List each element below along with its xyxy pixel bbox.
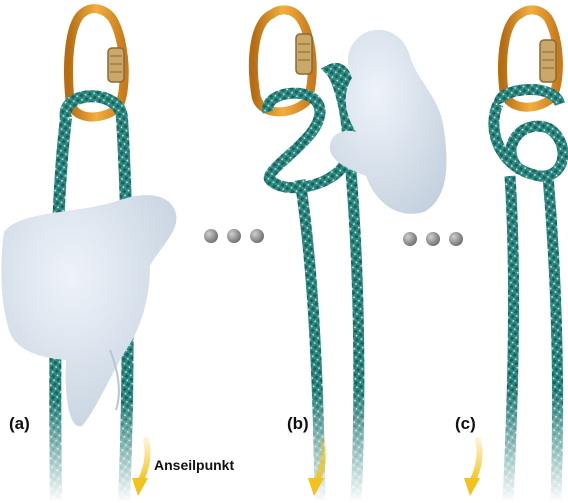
panel-b bbox=[253, 10, 446, 503]
ellipsis-dots-icon bbox=[204, 229, 264, 243]
arrow-down-icon bbox=[464, 440, 480, 496]
panel-label-a: (a) bbox=[9, 414, 30, 434]
hand-icon bbox=[1, 195, 176, 426]
panel-label-b: (b) bbox=[287, 414, 309, 434]
ellipsis-dots-icon bbox=[403, 232, 463, 246]
panel-label-c: (c) bbox=[455, 414, 476, 434]
panel-c bbox=[464, 10, 568, 503]
anseilpunkt-label: Anseilpunkt bbox=[154, 457, 234, 473]
rope-icon bbox=[490, 90, 568, 503]
